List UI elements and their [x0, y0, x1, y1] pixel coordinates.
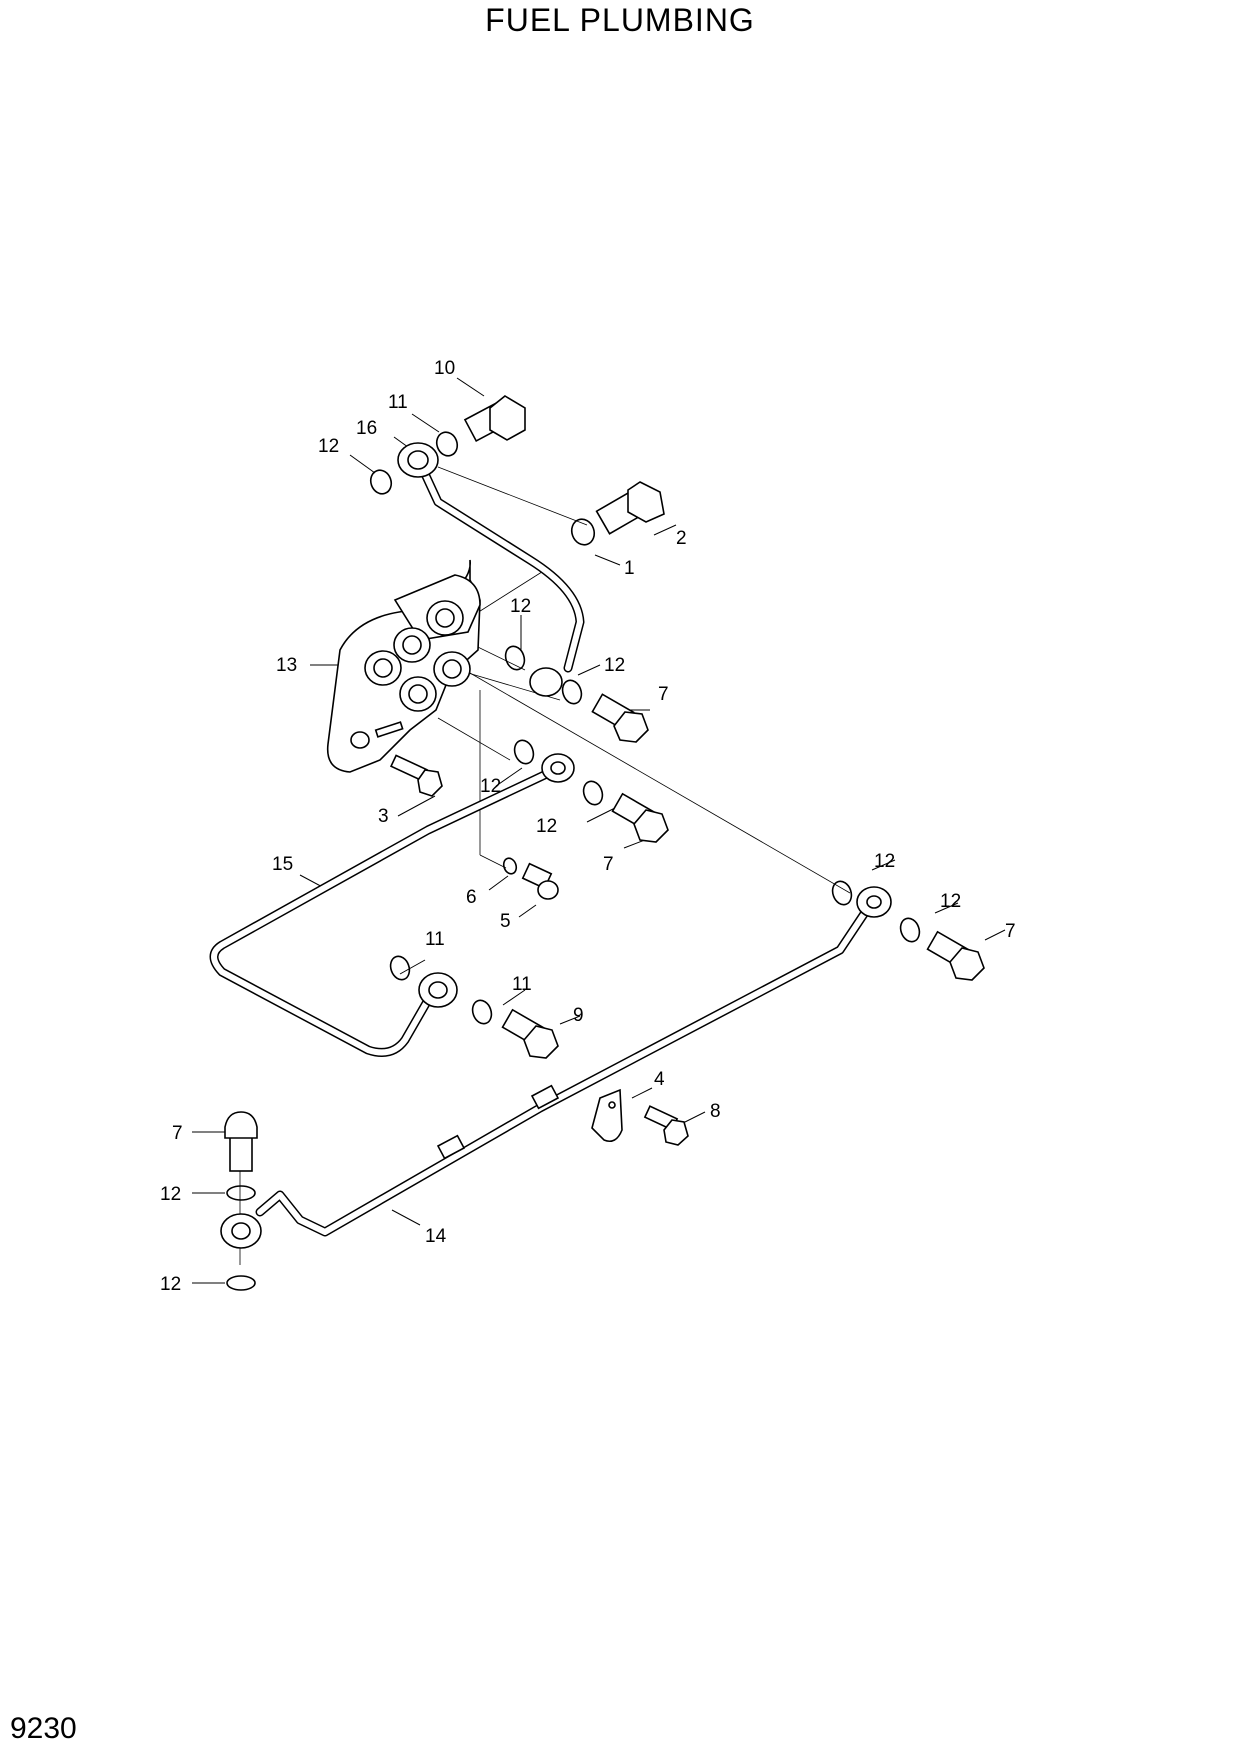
- bolt-3: [389, 754, 443, 797]
- callout-12: 12: [604, 655, 625, 676]
- callout-labels: 10 11 16 12 2 1 12 13 12 7 12 3 12 7 15 …: [160, 358, 1016, 1295]
- callout-12: 12: [940, 891, 961, 912]
- callout-9: 9: [573, 1005, 584, 1026]
- callout-11: 11: [512, 974, 532, 995]
- connector-2: [595, 481, 665, 535]
- callout-12: 12: [160, 1274, 181, 1295]
- plug-5: [521, 862, 559, 900]
- callout-10: 10: [434, 358, 455, 379]
- bolt-7-right: [926, 930, 985, 981]
- bolt-7-lower: [224, 1111, 258, 1172]
- callout-15: 15: [272, 854, 293, 875]
- callout-1: 1: [624, 558, 635, 579]
- callout-5: 5: [500, 911, 511, 932]
- callout-7: 7: [603, 854, 614, 875]
- callout-11: 11: [425, 929, 445, 950]
- bolt-9: [501, 1008, 559, 1059]
- callout-12: 12: [510, 596, 531, 617]
- callout-12: 12: [536, 816, 557, 837]
- callout-7: 7: [1005, 921, 1016, 942]
- callout-11: 11: [388, 392, 408, 413]
- callout-16: 16: [356, 418, 377, 439]
- page-code: 9230: [10, 1712, 77, 1745]
- callout-12: 12: [480, 776, 501, 797]
- callout-7: 7: [658, 684, 669, 705]
- washers: [226, 431, 921, 1291]
- callout-13: 13: [276, 655, 297, 676]
- page-title: FUEL PLUMBING: [485, 2, 755, 38]
- callout-3: 3: [378, 806, 389, 827]
- callout-12: 12: [160, 1184, 181, 1205]
- callout-6: 6: [466, 887, 477, 908]
- callout-8: 8: [710, 1101, 721, 1122]
- bracket-13: [326, 559, 481, 773]
- callout-7: 7: [172, 1123, 183, 1144]
- clip-4: [591, 1088, 623, 1143]
- fuel-pipe-14: [220, 886, 892, 1249]
- fuel-pipe-15: [209, 753, 575, 1057]
- callout-12: 12: [874, 851, 895, 872]
- callout-14: 14: [425, 1226, 447, 1247]
- callout-4: 4: [654, 1069, 665, 1090]
- bolt-7-middle: [611, 792, 669, 843]
- fuel-pipe-16: [397, 442, 585, 697]
- eyebolt-10: [463, 395, 526, 443]
- bolt-8: [643, 1105, 689, 1146]
- callout-2: 2: [676, 528, 687, 549]
- bolt-7-upper: [591, 693, 649, 743]
- callout-12: 12: [318, 436, 339, 457]
